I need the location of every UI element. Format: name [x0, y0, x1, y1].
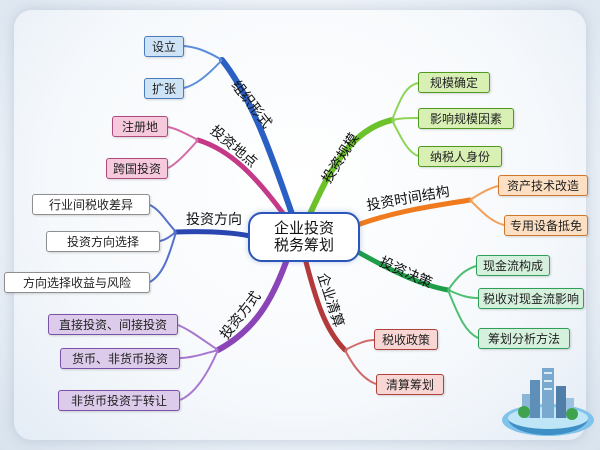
leaf-line-crossborder	[167, 139, 199, 169]
leaf-analysis-methods: 筹划分析方法	[478, 328, 570, 349]
leaf-setup: 设立	[144, 36, 184, 57]
branch-liquidation-line	[303, 259, 348, 353]
leaf-line-scale-determine	[391, 82, 419, 121]
leaf-line-scale-factors	[391, 117, 419, 121]
leaf-taxpayer-identity: 纳税人身份	[418, 146, 502, 167]
leaf-scale-factors: 影响规模因素	[418, 108, 514, 129]
leaf-line-expand	[183, 59, 223, 89]
leaf-nonmonetary-transfer: 非货币投资于转让	[58, 390, 180, 411]
leaf-tax-policy: 税收政策	[374, 329, 438, 350]
leaf-equipment-credit: 专用设备抵免	[504, 215, 588, 236]
branch-scale-line	[307, 117, 395, 217]
leaf-registry: 注册地	[112, 116, 168, 137]
leaf-line-choice	[159, 231, 177, 242]
leaf-line-liq-plan	[344, 349, 377, 385]
central-topic: 企业投资 税务筹划	[248, 212, 360, 262]
leaf-crossborder: 跨国投资	[106, 158, 168, 179]
leaf-line-tech	[469, 185, 499, 201]
leaf-line-registry	[167, 126, 199, 141]
branch-time-line	[357, 197, 473, 227]
leaf-line-taxpayer	[391, 119, 419, 157]
leaf-line-tax-impact	[447, 289, 479, 299]
leaf-cashflow-structure: 现金流构成	[476, 255, 550, 276]
leaf-line-monetary	[179, 349, 219, 359]
branch-method-line	[215, 259, 289, 353]
leaf-line-risk	[149, 231, 177, 283]
leaf-line-transfer	[179, 349, 219, 401]
leaf-line-method	[447, 289, 479, 339]
leaf-monetary: 货币、非货币投资	[60, 348, 180, 369]
leaf-line-setup	[183, 45, 223, 61]
branch-label-direction: 投资方向	[186, 212, 242, 228]
city-illustration	[502, 368, 594, 436]
central-topic-line1: 企业投资	[273, 218, 334, 237]
leaf-direct-indirect: 直接投资、间接投资	[48, 314, 178, 335]
leaf-line-industry	[149, 204, 177, 233]
leaf-direction-choice: 投资方向选择	[46, 231, 160, 252]
branch-direction-line	[173, 229, 253, 239]
leaf-scale-determine: 规模确定	[418, 72, 490, 93]
leaf-line-equipment	[469, 199, 505, 226]
central-topic-line2: 税务筹划	[273, 236, 334, 254]
leaf-line-cashflow	[447, 265, 477, 291]
leaf-line-policy	[344, 339, 375, 351]
leaf-return-risk: 方向选择收益与风险	[4, 272, 150, 293]
leaf-expand: 扩张	[144, 78, 184, 99]
leaf-tax-cashflow-impact: 税收对现金流影响	[478, 288, 584, 309]
leaf-liquidation-planning: 清算筹划	[376, 374, 444, 395]
leaf-line-direct	[177, 324, 219, 351]
branch-org-form-line	[219, 57, 295, 217]
leaf-tech-renovation: 资产技术改造	[498, 175, 588, 196]
branch-decision-line	[355, 249, 451, 293]
leaf-industry-tax-diff: 行业间税收差异	[32, 194, 150, 215]
branch-location-line	[195, 137, 288, 219]
